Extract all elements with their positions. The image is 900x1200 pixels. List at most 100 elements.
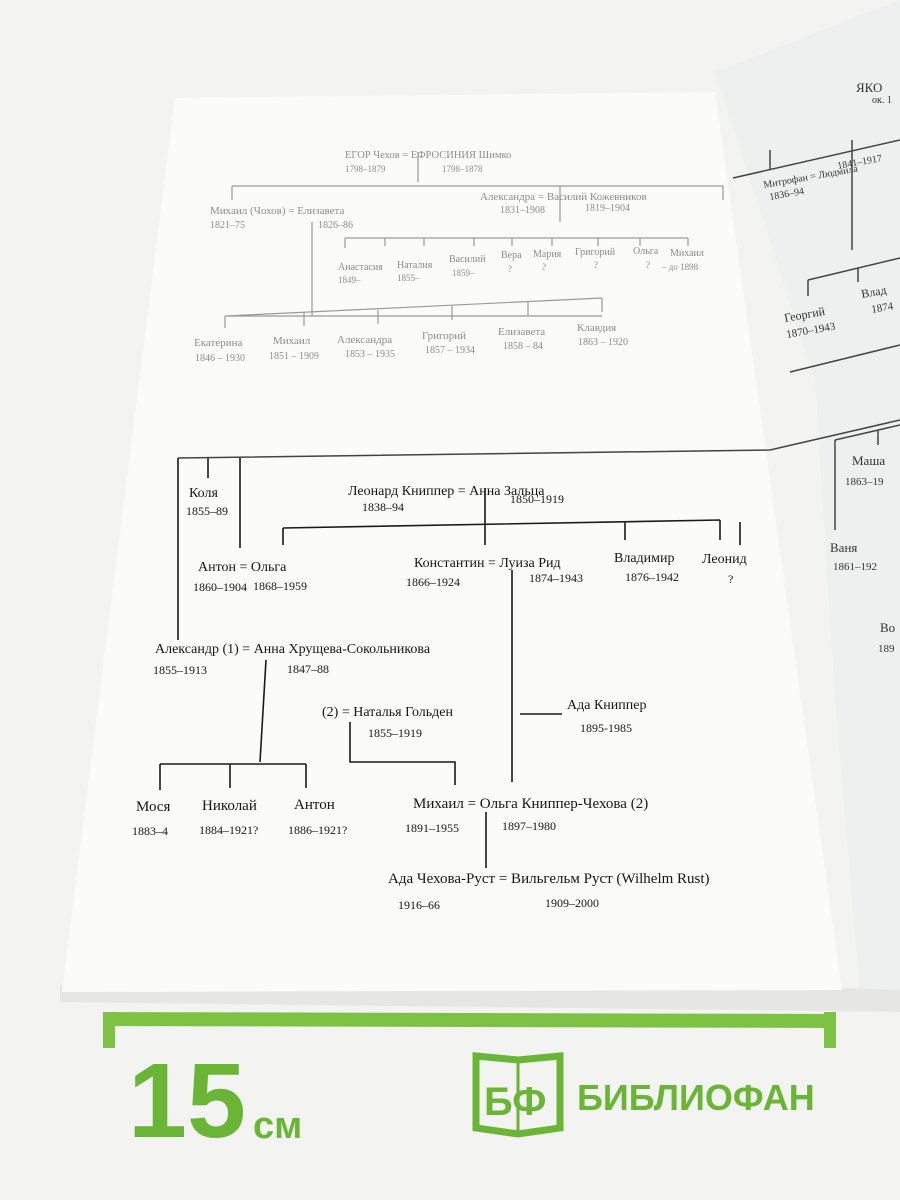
ruler-left-tick: [103, 1012, 115, 1048]
bottom-tree: Коля 1855–89 Леонард Книппер = Анна Заль…: [132, 458, 747, 912]
kolya-name: Коля: [189, 486, 218, 501]
konstantin-luiza: Константин = Луиза Рид: [414, 556, 561, 571]
child-name: Михаил: [670, 248, 704, 259]
mikhail-elizaveta: Михаил (Чохов) = Елизавета: [210, 205, 344, 217]
alexander-children: Мося 1883–4 Николай 1884–1921? Антон 188…: [132, 797, 347, 838]
main-page: [62, 92, 842, 992]
leonid-years: ?: [728, 572, 733, 586]
right-page: [715, 0, 900, 995]
child-years: 1886–1921?: [288, 823, 347, 837]
vanya-years: 1861–192: [833, 561, 877, 573]
vladimir-name: Владимир: [614, 551, 675, 566]
child-name: Клавдия: [577, 322, 616, 334]
child-years: ?: [594, 260, 598, 270]
ada-rust: Ада Чехова-Руст = Вильгельм Руст (Wilhel…: [388, 871, 710, 887]
child-name: Вера: [501, 250, 522, 261]
child-years: ?: [508, 264, 512, 274]
ada-rust-years: 1916–66: [398, 898, 440, 912]
vo-name: Во: [880, 620, 895, 635]
vasiliy-k-years: 1819–1904: [585, 203, 630, 214]
mikhail-years: 1891–1955: [405, 821, 459, 835]
brand-logo: БФ БИБЛИОФАН: [472, 1052, 815, 1138]
child-years: 1858 – 84: [503, 341, 543, 352]
ruler-right-tick: [824, 1012, 836, 1048]
child-years: 1883–4: [132, 824, 168, 838]
child-name: Антон: [294, 797, 335, 813]
child-years: ?: [646, 260, 650, 270]
luiza-years: 1874–1943: [529, 571, 583, 585]
child-name: Анастасия: [338, 262, 383, 273]
olga-k-years: 1897–1980: [502, 819, 556, 833]
child-name: Ольга: [633, 246, 659, 257]
child-name: Мария: [533, 249, 562, 260]
vlad-name: Влад: [860, 283, 887, 301]
ada-knipper: Ада Книппер: [567, 698, 646, 713]
child-years: 1855–: [397, 273, 420, 283]
child-name: Екатерина: [194, 337, 242, 349]
child-name: Наталия: [397, 260, 433, 271]
right-header: ЯКО: [856, 80, 882, 95]
olga-years: 1868–1959: [253, 579, 307, 593]
section-divider: [177, 419, 900, 459]
vo-years: 189: [878, 643, 895, 655]
child-years: 1857 – 1934: [425, 345, 475, 356]
vladimir-years: 1876–1942: [625, 570, 679, 584]
alexander-years: 1855–1913: [153, 663, 207, 677]
child-years: 1853 – 1935: [345, 349, 395, 360]
brand-name: БИБЛИОФАН: [577, 1077, 815, 1118]
right-header-sub: ок. 1: [872, 95, 892, 106]
child-name: Николай: [202, 798, 257, 814]
konstantin-years: 1866–1924: [406, 575, 460, 589]
child-years: 1846 – 1930: [195, 353, 245, 364]
size-ruler: 15 см: [103, 1012, 836, 1160]
natalya-years: 1855–1919: [368, 726, 422, 740]
child-name: Михаил: [273, 335, 311, 347]
mikhail-olga: Михаил = Ольга Книппер-Чехова (2): [413, 796, 648, 812]
alexander-anna: Александр (1) = Анна Хрущева-Сокольников…: [155, 642, 431, 657]
natalya-golden: (2) = Наталья Гольден: [322, 705, 454, 720]
anton-olga: Антон = Ольга: [198, 560, 287, 575]
anton-years: 1860–1904: [193, 580, 247, 594]
alexandra-years: 1831–1908: [500, 205, 545, 216]
elizaveta-years: 1826–86: [318, 220, 353, 231]
vlad-years: 1874: [870, 300, 894, 316]
kolya-years: 1855–89: [186, 504, 228, 518]
child-years: – до 1898: [661, 262, 699, 272]
masha-years: 1863–19: [845, 476, 884, 488]
egor-efrosiniya: ЕГОР Чехов = ЕФРОСИНИЯ Шимко: [345, 150, 511, 161]
logo-letters: БФ: [484, 1080, 546, 1124]
child-name: Александра: [337, 334, 392, 346]
anna-h-years: 1847–88: [287, 662, 329, 676]
vanya-name: Ваня: [830, 540, 857, 555]
child-name: Елизавета: [498, 326, 545, 338]
leonid-name: Леонид: [702, 552, 747, 567]
egor-years: 1798–1879: [345, 164, 386, 174]
kozhevnikov-children: Анастасия 1849– Наталия 1855– Василий 18…: [338, 246, 704, 285]
child-name: Мося: [136, 799, 170, 815]
child-name: Василий: [449, 254, 486, 265]
wilhelm-years: 1909–2000: [545, 896, 599, 910]
child-name: Григорий: [575, 247, 616, 258]
ruler-value: 15: [128, 1042, 246, 1160]
leonard-years: 1838–94: [362, 500, 404, 514]
child-years: 1849–: [338, 275, 361, 285]
child-years: ?: [542, 262, 546, 272]
mikhail-years: 1821–75: [210, 220, 245, 231]
ruler-bar: [103, 1012, 836, 1028]
anna-z-years: 1850–1919: [510, 492, 564, 506]
efrosiniya-years: 1798–1878: [442, 164, 483, 174]
page-block-edge: [60, 985, 900, 1012]
top-tree: ЕГОР Чехов = ЕФРОСИНИЯ Шимко 1798–1879 1…: [194, 150, 724, 364]
alexandra-vasiliy: Александра = Василий Кожевников: [480, 191, 647, 203]
child-years: 1851 – 1909: [269, 351, 319, 362]
knipper-parents: Леонард Книппер = Анна Зальца: [348, 484, 545, 499]
child-years: 1859–: [452, 268, 475, 278]
child-years: 1884–1921?: [199, 823, 258, 837]
mikhail-children: Екатерина 1846 – 1930 Михаил 1851 – 1909…: [194, 322, 628, 364]
ada-knipper-years: 1895-1985: [580, 721, 632, 735]
masha-name: Маша: [852, 453, 885, 468]
child-years: 1863 – 1920: [578, 337, 628, 348]
ruler-unit: см: [253, 1105, 302, 1147]
child-name: Григорий: [422, 330, 466, 342]
